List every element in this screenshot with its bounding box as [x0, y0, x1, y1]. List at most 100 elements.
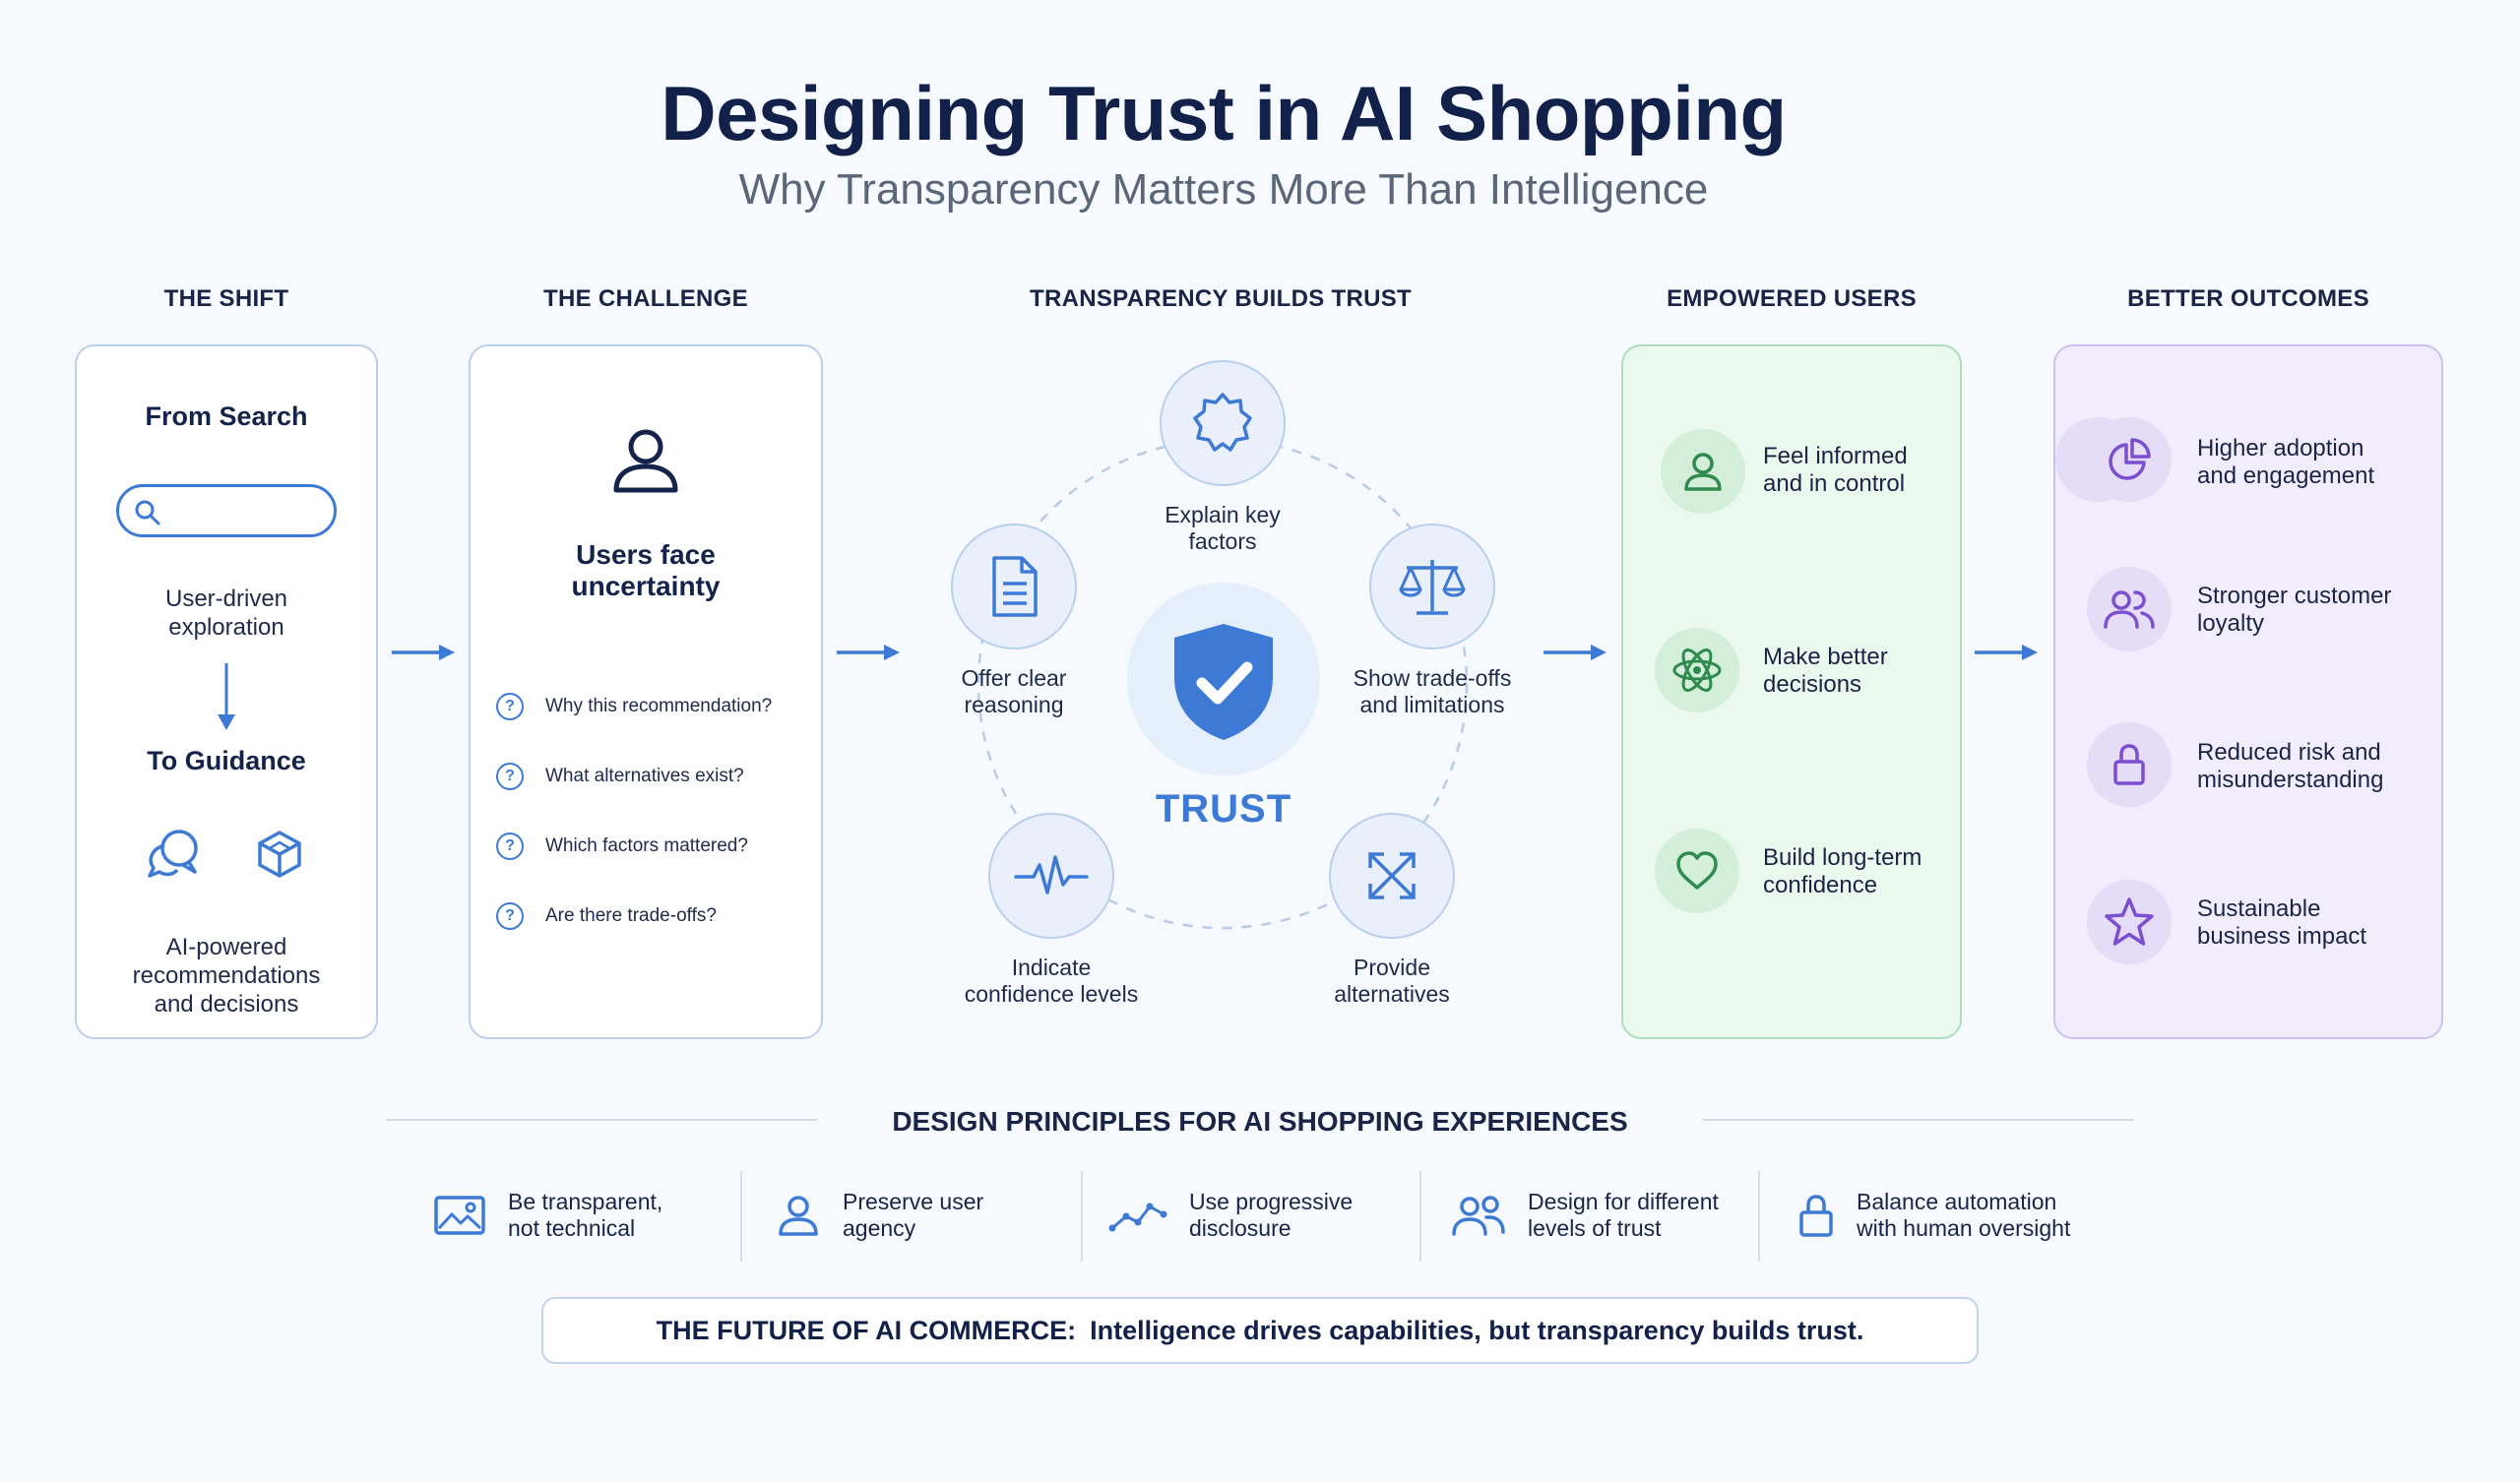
outcome-item-line: loyalty	[2197, 610, 2265, 637]
emp-icon-circle	[1655, 628, 1739, 712]
outcome-icon-circle	[2087, 880, 2172, 964]
outcome-item-line: Sustainable	[2197, 895, 2321, 922]
line-chart-icon	[1108, 1203, 1167, 1232]
flow-arrow-1	[392, 645, 455, 660]
column-heading-outcomes: BETTER OUTCOMES	[2127, 285, 2369, 312]
node-confidence-levels	[988, 813, 1114, 939]
principle-separator	[1081, 1171, 1083, 1262]
node-explain-factors	[1160, 360, 1286, 486]
user-icon	[779, 1196, 818, 1236]
empowered-item-line: Make better	[1763, 644, 1888, 670]
node-label-line: factors	[1188, 528, 1257, 554]
emp-icon-circle	[1655, 829, 1739, 913]
column-heading-shift: THE SHIFT	[163, 285, 289, 312]
trust-center-circle	[1127, 583, 1320, 775]
principles-divider-right	[1703, 1119, 2134, 1121]
outcome-item-line: and engagement	[2197, 463, 2375, 489]
question-icon: ?	[496, 833, 524, 860]
flow-arrow-2	[837, 645, 900, 660]
outcome-icon-circle	[2087, 567, 2172, 651]
principles-divider-left	[386, 1119, 817, 1121]
from-desc-line-2: exploration	[168, 614, 284, 641]
question-item: ? Which factors mattered?	[496, 833, 748, 860]
shuffle-arrows-icon	[1368, 852, 1416, 899]
outcome-item-line: Reduced risk and	[2197, 739, 2381, 766]
image-icon	[434, 1196, 485, 1235]
pie-chart-icon	[2109, 438, 2151, 480]
question-icon: ?	[496, 902, 524, 930]
node-label-line: Provide	[1354, 955, 1430, 980]
pulse-icon	[1014, 855, 1089, 895]
principle-line: Design for different	[1528, 1189, 1719, 1214]
cube-icon	[258, 831, 301, 878]
page-subtitle: Why Transparency Matters More Than Intel…	[738, 165, 1709, 214]
document-icon	[992, 556, 1038, 617]
to-desc-line-3: and decisions	[154, 991, 299, 1018]
node-label-line: Offer clear	[961, 665, 1067, 691]
search-bar-illustration	[116, 484, 337, 537]
atom-icon	[1672, 648, 1722, 692]
node-label-line: Show trade-offs	[1353, 665, 1512, 691]
outcome-item-line: Higher adoption	[2197, 435, 2364, 462]
column-heading-transparency: TRANSPARENCY BUILDS TRUST	[1030, 285, 1412, 312]
empowered-item-line: confidence	[1763, 872, 1878, 898]
node-alternatives	[1329, 813, 1455, 939]
challenge-card: Users face uncertainty ? Why this recomm…	[469, 344, 823, 1039]
challenge-title-line-1: Users face	[576, 539, 716, 570]
lock-icon	[1799, 1195, 1833, 1237]
principle-line: Preserve user	[843, 1189, 984, 1214]
empowered-item-line: Build long-term	[1763, 844, 1922, 871]
footer-lead: THE FUTURE OF AI COMMERCE:	[656, 1315, 1077, 1345]
question-icon: ?	[496, 693, 524, 720]
to-desc-line-2: recommendations	[132, 962, 321, 989]
scales-icon	[1399, 560, 1466, 615]
empowered-item-line: decisions	[1763, 671, 1862, 698]
users-icon	[1452, 1196, 1505, 1236]
flow-arrow-4	[1975, 645, 2038, 660]
question-item: ? What alternatives exist?	[496, 763, 744, 790]
principle-line: agency	[843, 1215, 916, 1241]
outcome-item-line: business impact	[2197, 923, 2367, 950]
node-label-line: confidence levels	[964, 981, 1139, 1007]
node-trade-offs	[1369, 524, 1495, 649]
outcome-item-line: misunderstanding	[2197, 767, 2384, 793]
question-icon: ?	[496, 763, 524, 790]
user-icon	[613, 429, 678, 493]
column-heading-challenge: THE CHALLENGE	[543, 285, 748, 312]
principle-separator	[1419, 1171, 1421, 1262]
trust-label: TRUST	[1155, 787, 1292, 831]
lock-icon	[2113, 744, 2145, 785]
principle-line: Use progressive	[1189, 1189, 1354, 1214]
principle-item: Use progressive disclosure	[1108, 1189, 1353, 1242]
question-text: What alternatives exist?	[545, 766, 744, 786]
node-label-line: and limitations	[1359, 692, 1505, 717]
heart-icon	[1676, 851, 1718, 890]
column-heading-empowered: EMPOWERED USERS	[1667, 285, 1917, 312]
principles-heading: DESIGN PRINCIPLES FOR AI SHOPPING EXPERI…	[892, 1106, 1628, 1137]
empowered-item-line: Feel informed	[1763, 443, 1908, 469]
question-item: ? Are there trade-offs?	[496, 902, 717, 930]
principle-line: Balance automation	[1857, 1189, 2057, 1214]
from-search-title: From Search	[145, 401, 308, 431]
principle-item: Preserve user agency	[776, 1189, 983, 1242]
from-desc-line-1: User-driven	[164, 586, 288, 612]
principle-item: Balance automation with human oversight	[1797, 1189, 2070, 1242]
shield-check-icon	[1174, 624, 1273, 740]
outcome-item-line: Stronger customer	[2197, 583, 2392, 609]
node-clear-reasoning	[951, 524, 1077, 649]
question-text: Are there trade-offs?	[545, 905, 717, 926]
principle-item: Design for different levels of trust	[1451, 1189, 1719, 1242]
users-icon	[2104, 590, 2155, 629]
question-item: ? Why this recommendation?	[496, 693, 772, 720]
node-label-line: Indicate	[1011, 955, 1092, 980]
principle-separator	[740, 1171, 742, 1262]
question-text: Which factors mattered?	[545, 835, 748, 856]
star-icon	[2105, 897, 2154, 946]
emp-icon-circle	[1661, 429, 1745, 514]
empowered-card: Feel informed and in control Make better…	[1621, 344, 1962, 1039]
arrow-down-icon	[218, 663, 235, 730]
challenge-title-line-2: uncertainty	[571, 571, 721, 601]
node-label-line: Explain key	[1165, 502, 1281, 527]
outcome-icon-circle	[2087, 722, 2172, 807]
principle-line: disclosure	[1189, 1215, 1292, 1241]
